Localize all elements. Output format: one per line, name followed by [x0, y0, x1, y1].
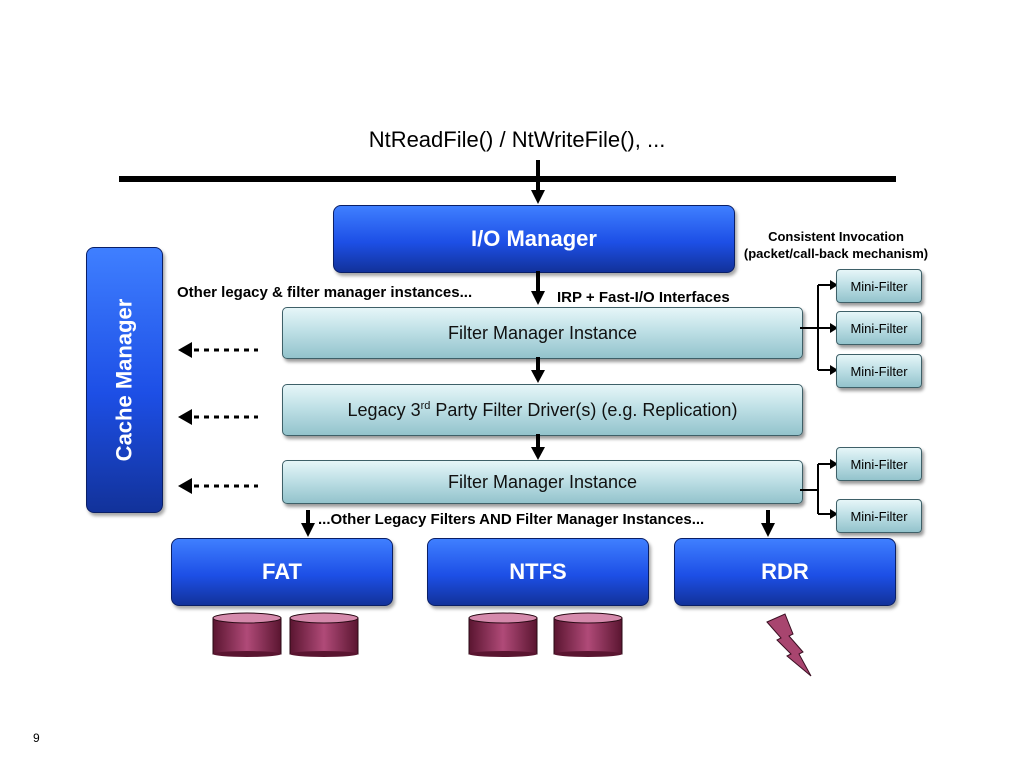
cache-arrow-2 [178, 409, 258, 425]
arrow-to-fat [301, 510, 315, 537]
ntfs-box: NTFS [427, 538, 649, 606]
io-manager-box: I/O Manager [333, 205, 735, 273]
arrow-fmi-to-legacy [531, 357, 545, 383]
mini-filter-top-1-label: Mini-Filter [850, 278, 908, 294]
disk-icon [212, 612, 282, 657]
consistent-invocation-note: Consistent Invocation (packet/call-back … [733, 228, 939, 262]
api-bar [119, 176, 896, 182]
irp-interfaces-label: IRP + Fast-I/O Interfaces [557, 289, 730, 306]
diagram-title: NtReadFile() / NtWriteFile(), ... [368, 127, 666, 152]
fat-box: FAT [171, 538, 393, 606]
legacy-driver-superscript: rd [420, 399, 431, 412]
mini-filter-top-2: Mini-Filter [836, 311, 922, 345]
cache-manager-box: Cache Manager [86, 247, 163, 513]
legacy-filter-driver-box: Legacy 3rd Party Filter Driver(s) (e.g. … [282, 384, 803, 436]
filter-manager-instance-bottom: Filter Manager Instance [282, 460, 803, 504]
cache-arrow-3 [178, 478, 258, 494]
mini-filter-bottom-2-label: Mini-Filter [850, 508, 908, 524]
mini-filter-top-3: Mini-Filter [836, 354, 922, 388]
rdr-label: RDR [761, 559, 809, 584]
mini-filter-top-3-label: Mini-Filter [850, 363, 908, 379]
legacy-driver-suffix: Party Filter Driver(s) (e.g. Replication… [430, 399, 738, 420]
io-manager-label: I/O Manager [471, 226, 597, 251]
legacy-filter-driver-label: Legacy 3rd Party Filter Driver(s) (e.g. … [348, 400, 738, 421]
mini-filter-bottom-1-label: Mini-Filter [850, 456, 908, 472]
arrow-io-to-fmi [531, 271, 545, 305]
mini-filter-connectors-bottom [800, 459, 838, 519]
legacy-driver-prefix: Legacy 3 [347, 399, 421, 420]
consistent-invocation-line2: (packet/call-back mechanism) [743, 246, 929, 261]
other-legacy-filters-label: ...Other Legacy Filters AND Filter Manag… [318, 511, 705, 528]
mini-filter-connectors-top [800, 280, 838, 375]
rdr-box: RDR [674, 538, 896, 606]
mini-filter-top-2-label: Mini-Filter [850, 320, 908, 336]
mini-filter-bottom-2: Mini-Filter [836, 499, 922, 533]
cache-arrow-1 [178, 342, 258, 358]
ntfs-label: NTFS [509, 559, 567, 584]
consistent-invocation-line1: Consistent Invocation [768, 229, 904, 244]
mini-filter-top-1: Mini-Filter [836, 269, 922, 303]
filter-manager-instance-top: Filter Manager Instance [282, 307, 803, 359]
arrow-bar-to-io [531, 160, 545, 204]
disk-icon [553, 612, 623, 657]
cache-manager-label: Cache Manager [111, 298, 137, 462]
page-number: 9 [33, 731, 40, 745]
disk-icon [468, 612, 538, 657]
filter-manager-instance-bottom-label: Filter Manager Instance [447, 471, 638, 492]
disk-icon [289, 612, 359, 657]
filter-manager-instance-top-label: Filter Manager Instance [447, 322, 638, 343]
fat-label: FAT [262, 559, 302, 584]
arrow-to-rdr [761, 510, 775, 537]
arrow-legacy-to-fmi-bottom [531, 434, 545, 460]
lightning-icon [766, 613, 812, 677]
other-legacy-instances-label: Other legacy & filter manager instances.… [177, 284, 473, 301]
mini-filter-bottom-1: Mini-Filter [836, 447, 922, 481]
